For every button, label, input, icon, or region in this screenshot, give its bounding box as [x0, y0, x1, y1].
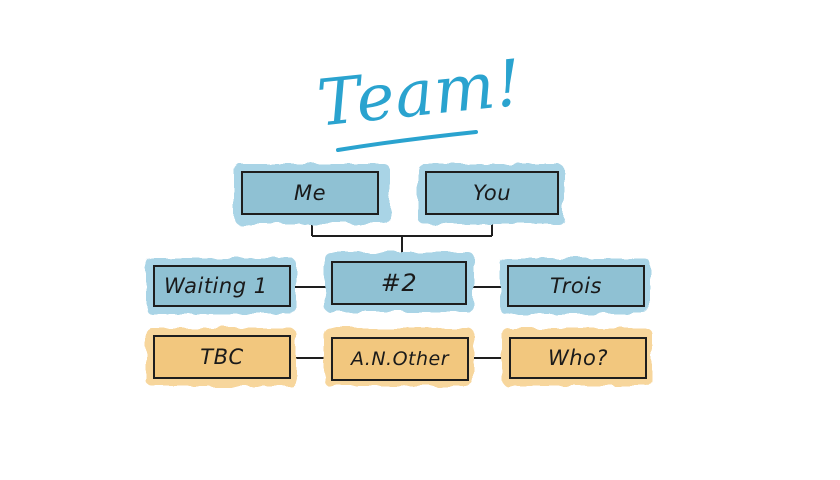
title-underline [336, 130, 478, 152]
box-who [509, 337, 647, 379]
box-two [331, 261, 467, 305]
box-trois [507, 265, 645, 307]
box-another [331, 337, 469, 381]
box-me [241, 171, 379, 215]
box-tbc [153, 335, 291, 379]
box-waiting [153, 265, 291, 307]
box-you [425, 171, 559, 215]
node-boxes [153, 171, 647, 381]
